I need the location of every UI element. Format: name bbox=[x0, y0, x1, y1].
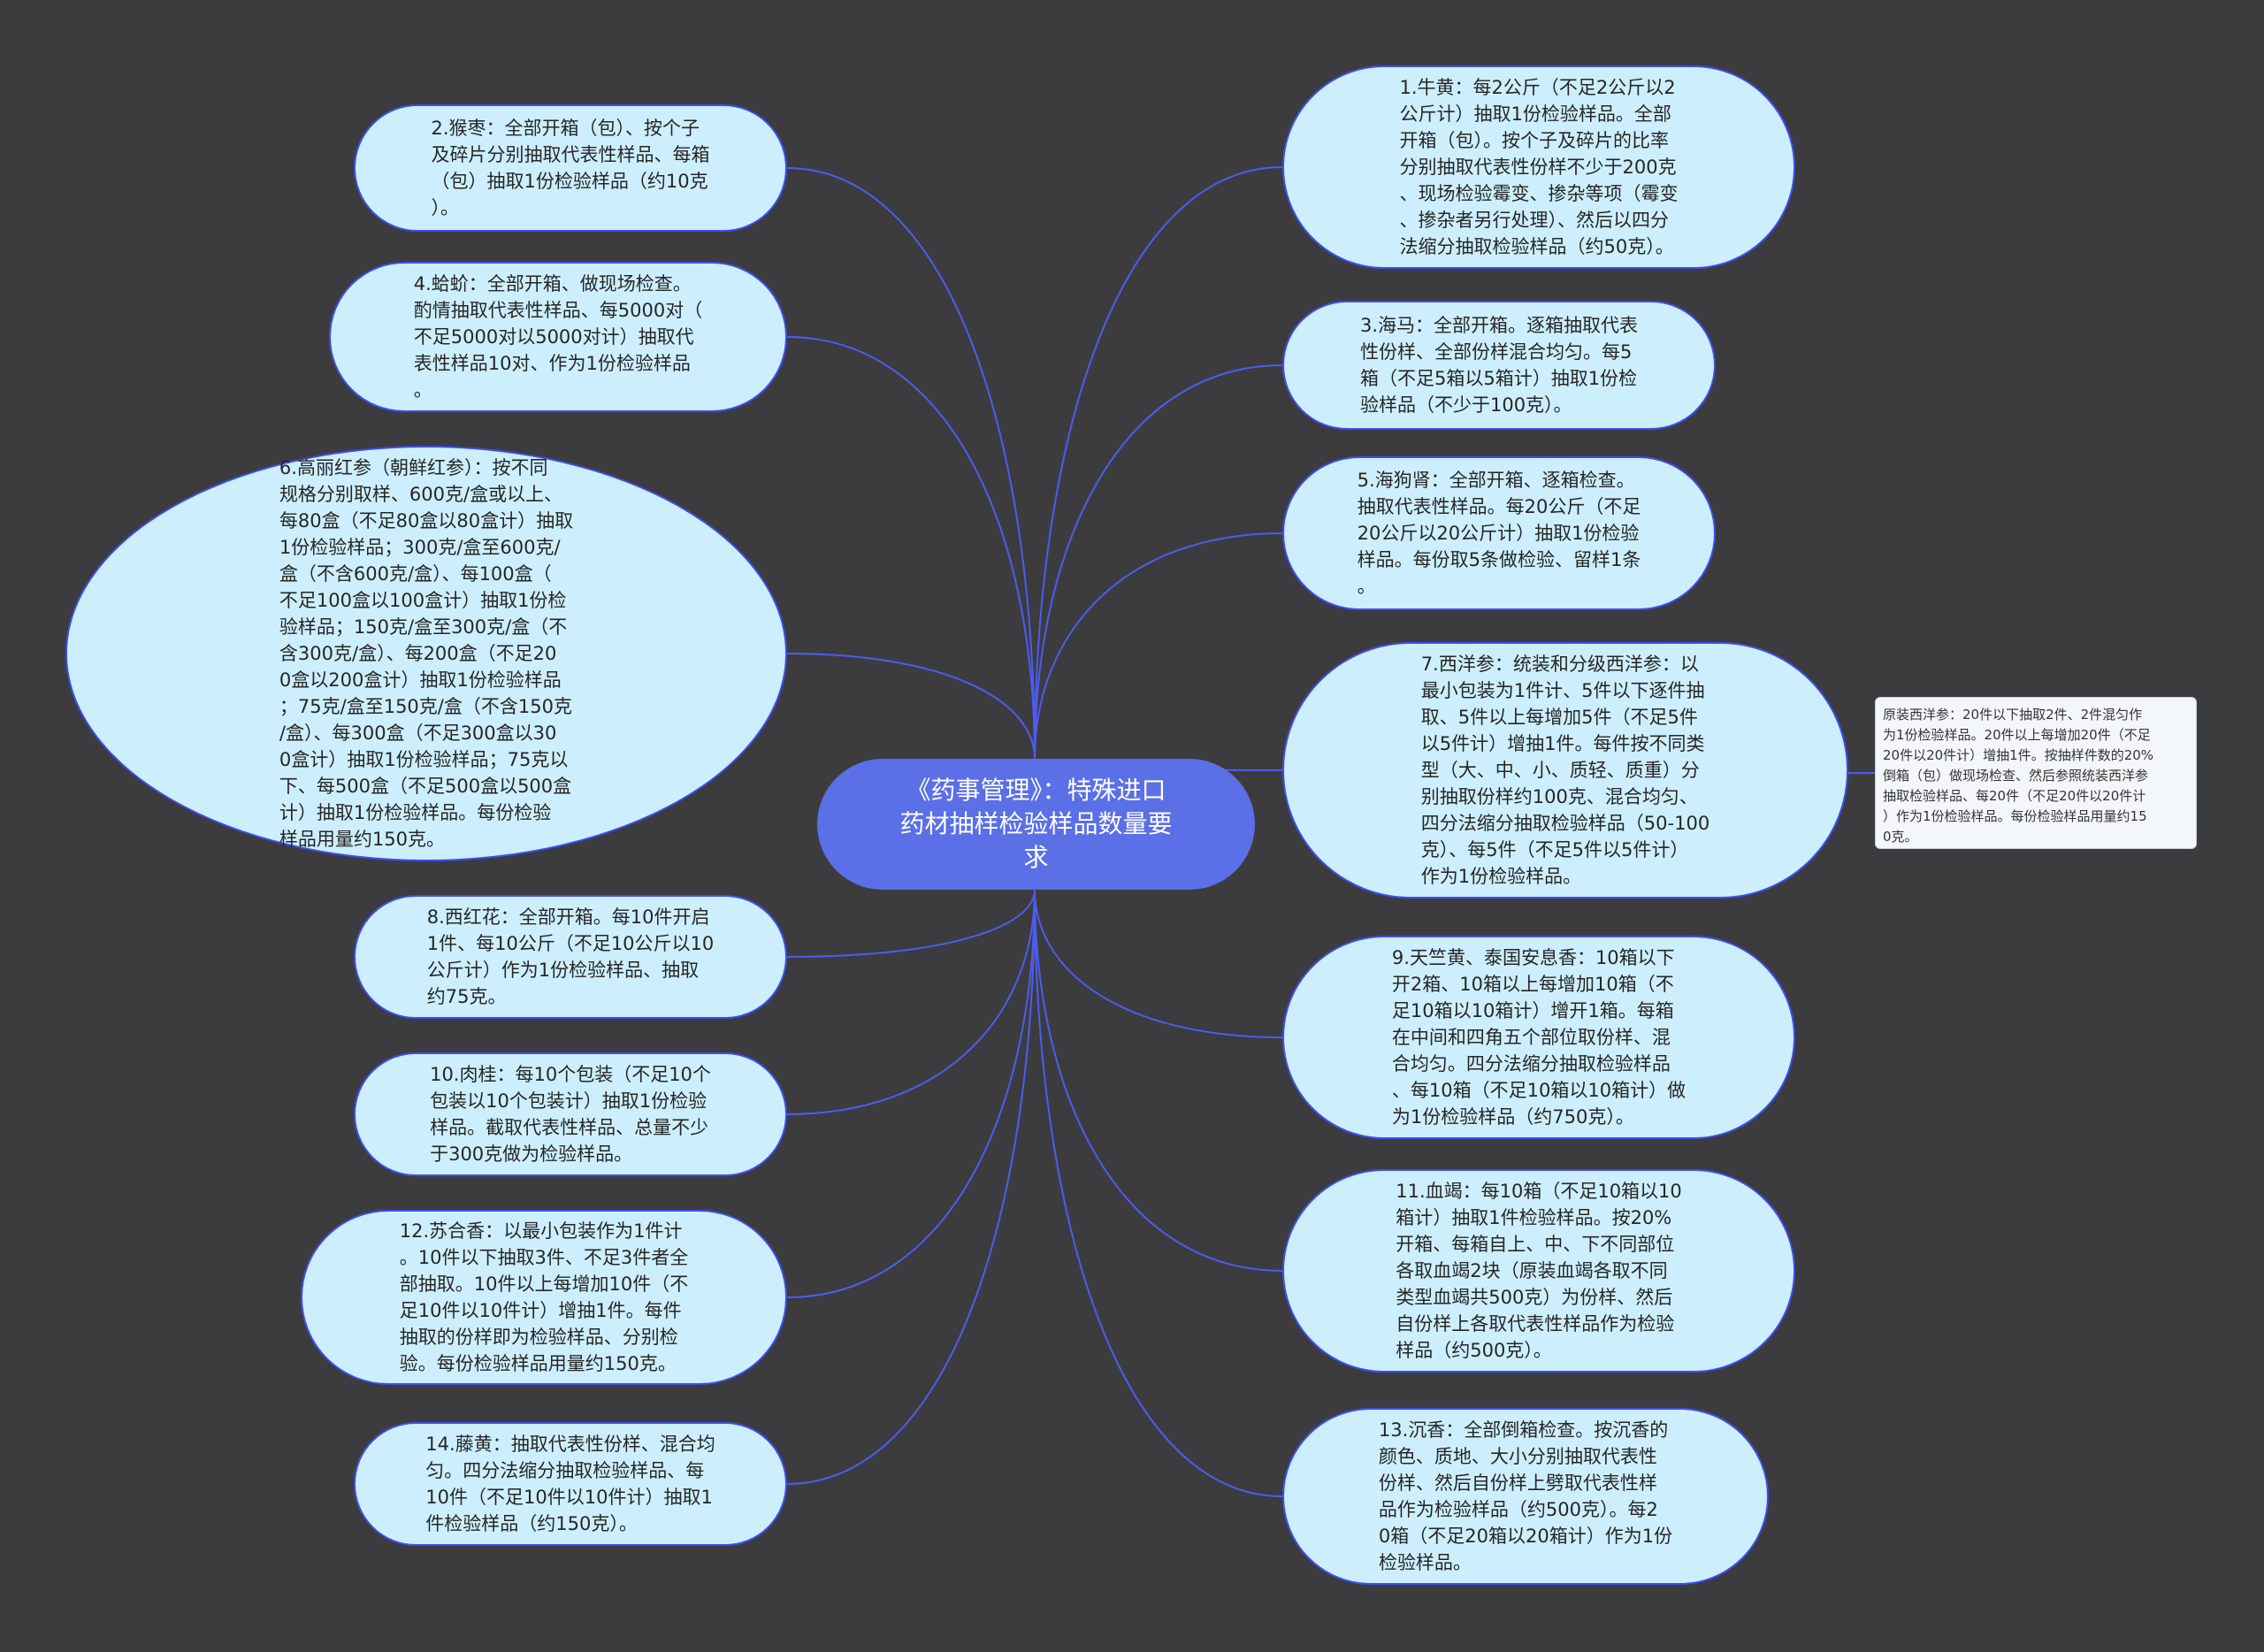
topic-tenghuang[interactable]: 14.藤黄：抽取代表性份样、混合均 匀。四分法缩分抽取检验样品、每 10件（不足… bbox=[354, 1422, 787, 1546]
topic-xiyangshen[interactable]: 7.西洋参：统装和分级西洋参：以 最小包装为1件计、5件以下逐件抽 取、5件以上… bbox=[1282, 642, 1848, 899]
topic-text: 7.西洋参：统装和分级西洋参：以 最小包装为1件计、5件以下逐件抽 取、5件以上… bbox=[1420, 654, 1710, 887]
topic-text: 4.蛤蚧：全部开箱、做现场检查。 酌情抽取代表性样品、每5000对（ 不足500… bbox=[413, 273, 703, 401]
link-niuhuang bbox=[1034, 166, 1283, 760]
note-xiyangshen-original[interactable]: 原装西洋参：20件以下抽取2件、2件混匀作 为1份检验样品。20件以上每增加20… bbox=[1875, 697, 2197, 849]
topic-chenxiang[interactable]: 13.沉香：全部倒箱检查。按沉香的 颜色、质地、大小分别抽取代表性 份样、然后自… bbox=[1282, 1408, 1769, 1585]
link-gejie bbox=[786, 336, 1036, 760]
link-gaolihongshen bbox=[786, 653, 1036, 760]
topic-text: 11.血竭：每10箱（不足10箱以10 箱计）抽取1件检验样品。按20% 开箱、… bbox=[1396, 1181, 1682, 1361]
topic-suhexiang[interactable]: 12.苏合香：以最小包装作为1件计 。10件以下抽取3件、不足3件者全 部抽取。… bbox=[301, 1210, 787, 1385]
link-tenghuang bbox=[786, 889, 1036, 1485]
topic-xuejie[interactable]: 11.血竭：每10箱（不足10箱以10 箱计）抽取1件检验样品。按20% 开箱、… bbox=[1282, 1169, 1795, 1373]
link-chenxiang bbox=[1034, 889, 1283, 1497]
topic-text: 13.沉香：全部倒箱检查。按沉香的 颜色、质地、大小分别抽取代表性 份样、然后自… bbox=[1378, 1419, 1673, 1573]
topic-text: 14.藤黄：抽取代表性份样、混合均 匀。四分法缩分抽取检验样品、每 10件（不足… bbox=[425, 1434, 715, 1534]
link-xihonghua bbox=[786, 889, 1036, 958]
central-topic-text: 《药事管理》：特殊进口 药材抽样检验样品数量要 求 bbox=[899, 776, 1173, 872]
topic-text: 5.海狗肾：全部开箱、逐箱检查。 抽取代表性样品。每20公斤（不足 20公斤以2… bbox=[1357, 470, 1641, 597]
link-suhexiang bbox=[786, 889, 1036, 1298]
topic-text: 8.西红花：全部开箱。每10件开启 1件、每10公斤（不足10公斤以10 公斤计… bbox=[426, 906, 715, 1007]
topic-text: 12.苏合香：以最小包装作为1件计 。10件以下抽取3件、不足3件者全 部抽取。… bbox=[399, 1220, 689, 1374]
link-haigoushen bbox=[1034, 532, 1283, 760]
link-houzao bbox=[786, 167, 1036, 760]
topic-haigoushen[interactable]: 5.海狗肾：全部开箱、逐箱检查。 抽取代表性样品。每20公斤（不足 20公斤以2… bbox=[1282, 456, 1716, 610]
topic-text: 1.牛黄：每2公斤（不足2公斤以2 公斤计）抽取1份检验样品。全部 开箱（包）。… bbox=[1399, 77, 1679, 257]
topic-rougui[interactable]: 10.肉桂：每10个包装（不足10个 包装以10个包装计）抽取1份检验 样品。截… bbox=[354, 1052, 787, 1176]
topic-text: 6.高丽红参（朝鲜红参）：按不同 规格分别取样、600克/盒或以上、 每80盒（… bbox=[279, 457, 574, 850]
topic-gejie[interactable]: 4.蛤蚧：全部开箱、做现场检查。 酌情抽取代表性样品、每5000对（ 不足500… bbox=[329, 262, 787, 412]
link-xuejie bbox=[1034, 889, 1283, 1272]
central-topic[interactable]: 《药事管理》：特殊进口 药材抽样检验样品数量要 求 bbox=[817, 759, 1255, 890]
topic-text: 10.肉桂：每10个包装（不足10个 包装以10个包装计）抽取1份检验 样品。截… bbox=[430, 1064, 711, 1165]
topic-niuhuang[interactable]: 1.牛黄：每2公斤（不足2公斤以2 公斤计）抽取1份检验样品。全部 开箱（包）。… bbox=[1282, 65, 1795, 269]
topic-tianzhuhuang[interactable]: 9.天竺黄、泰国安息香：10箱以下 开2箱、10箱以上每增加10箱（不 足10箱… bbox=[1282, 936, 1795, 1139]
topic-haima[interactable]: 3.海马：全部开箱。逐箱抽取代表 性份样、全部份样混合均匀。每5 箱（不足5箱以… bbox=[1282, 301, 1716, 430]
topic-text: 3.海马：全部开箱。逐箱抽取代表 性份样、全部份样混合均匀。每5 箱（不足5箱以… bbox=[1359, 315, 1639, 416]
link-rougui bbox=[786, 889, 1036, 1115]
link-haima bbox=[1034, 364, 1283, 760]
link-tianzhuhuang bbox=[1034, 889, 1283, 1038]
note-text: 原装西洋参：20件以下抽取2件、2件混匀作 为1份检验样品。20件以上每增加20… bbox=[1883, 707, 2154, 845]
topic-text: 2.猴枣：全部开箱（包）、按个子 及碎片分别抽取代表性样品、每箱 （包）抽取1份… bbox=[431, 118, 710, 218]
topic-text: 9.天竺黄、泰国安息香：10箱以下 开2箱、10箱以上每增加10箱（不 足10箱… bbox=[1391, 947, 1687, 1128]
topic-xihonghua[interactable]: 8.西红花：全部开箱。每10件开启 1件、每10公斤（不足10公斤以10 公斤计… bbox=[354, 895, 787, 1019]
topic-houzao[interactable]: 2.猴枣：全部开箱（包）、按个子 及碎片分别抽取代表性样品、每箱 （包）抽取1份… bbox=[354, 104, 787, 232]
topic-gaolihongshen[interactable]: 6.高丽红参（朝鲜红参）：按不同 规格分别取样、600克/盒或以上、 每80盒（… bbox=[65, 446, 787, 861]
